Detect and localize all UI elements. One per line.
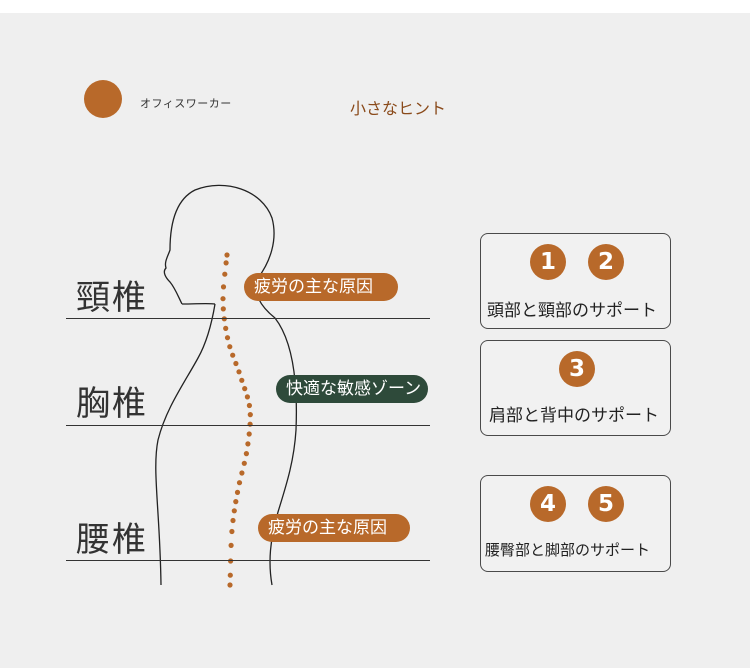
spine-dot bbox=[233, 360, 239, 367]
spine-dot bbox=[239, 377, 245, 383]
pill-lumbar-text: 疲労の主な原因 bbox=[268, 518, 387, 538]
spine-dot bbox=[241, 460, 247, 466]
spine-dot bbox=[220, 296, 226, 302]
pill-lumbar: 疲労の主な原因 bbox=[258, 514, 410, 542]
spine-dot bbox=[242, 386, 248, 392]
spine-dot bbox=[236, 369, 242, 375]
spine-dot bbox=[246, 402, 252, 409]
spine-dot bbox=[224, 252, 230, 258]
support-label-shoulder-back: 肩部と背中のサポート bbox=[489, 406, 659, 426]
spine-dot bbox=[223, 325, 229, 331]
support-label-head-neck: 頭部と頸部のサポート bbox=[487, 301, 657, 321]
number-badge-3: 3 bbox=[559, 351, 595, 387]
spine-dot bbox=[230, 352, 236, 358]
header-small-label: オフィスワーカー bbox=[140, 97, 232, 110]
spine-dot bbox=[247, 412, 253, 418]
number-badge-2: 2 bbox=[588, 244, 624, 280]
spine-dots bbox=[220, 252, 253, 588]
support-box-shoulder-back: 3 肩部と背中のサポート bbox=[480, 340, 671, 436]
spine-dot bbox=[244, 394, 250, 400]
head-outline bbox=[163, 184, 297, 586]
spine-dot bbox=[231, 508, 237, 514]
spine-dot bbox=[227, 582, 233, 588]
spine-dot bbox=[246, 431, 252, 437]
divider-cervical bbox=[66, 318, 430, 319]
spine-dot bbox=[228, 542, 234, 549]
spine-dot bbox=[234, 489, 241, 495]
spine-dot bbox=[239, 470, 245, 476]
spine-dot bbox=[229, 528, 235, 535]
spine-dot bbox=[224, 335, 231, 341]
body-front-outline bbox=[155, 303, 216, 586]
pill-cervical: 疲労の主な原因 bbox=[244, 273, 398, 301]
number-badge-4: 4 bbox=[530, 486, 566, 522]
brand-dot bbox=[84, 80, 122, 118]
spine-dot bbox=[243, 451, 249, 457]
spine-dot bbox=[222, 271, 228, 277]
spine-dot bbox=[220, 306, 226, 312]
spine-dot bbox=[227, 572, 233, 578]
spine-dot bbox=[233, 499, 239, 505]
region-label-thoracic: 胸椎 bbox=[76, 384, 148, 424]
spine-dot bbox=[228, 558, 234, 564]
divider-lumbar bbox=[66, 560, 430, 561]
pill-cervical-text: 疲労の主な原因 bbox=[254, 277, 373, 297]
spine-dot bbox=[236, 480, 243, 486]
spine-dot bbox=[223, 260, 229, 266]
region-label-cervical: 頸椎 bbox=[76, 278, 148, 318]
divider-thoracic bbox=[66, 425, 430, 426]
spine-dot bbox=[227, 344, 233, 350]
spine-dot bbox=[220, 284, 227, 290]
region-label-lumbar: 腰椎 bbox=[76, 520, 148, 560]
support-label-waist-legs: 腰臀部と脚部のサポート bbox=[485, 541, 651, 559]
header-tip-label: 小さなヒント bbox=[350, 99, 447, 118]
pill-thoracic-text: 快適な敏感ゾーン bbox=[286, 379, 422, 399]
spine-dot bbox=[230, 517, 236, 524]
support-box-head-neck: 1 2 頭部と頸部のサポート bbox=[480, 233, 671, 329]
number-badge-5: 5 bbox=[588, 486, 624, 522]
spine-dot bbox=[245, 441, 251, 447]
number-badge-1: 1 bbox=[530, 244, 566, 280]
pill-thoracic: 快適な敏感ゾーン bbox=[276, 375, 428, 403]
support-box-waist-legs: 4 5 腰臀部と脚部のサポート bbox=[480, 475, 671, 572]
